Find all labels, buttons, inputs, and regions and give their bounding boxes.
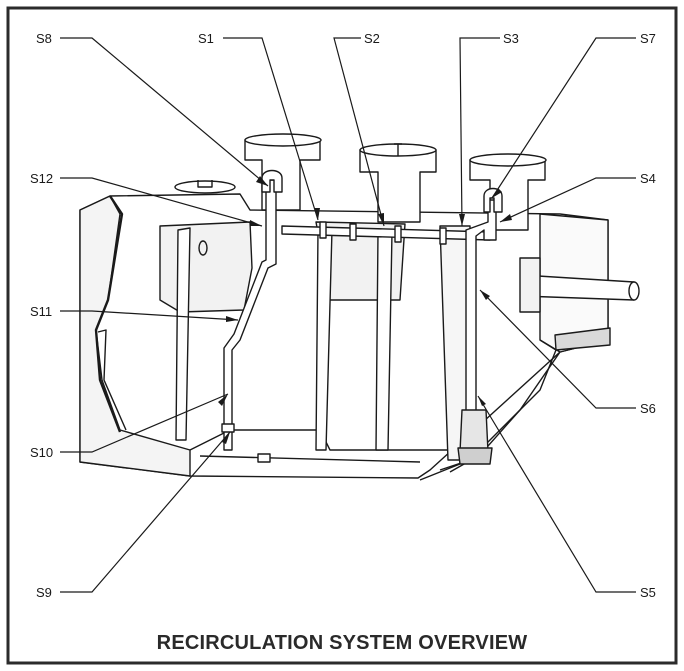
label-s7: S7	[640, 31, 656, 46]
septic-tank-illustration	[79, 133, 640, 481]
label-s4: S4	[640, 171, 656, 186]
label-s8: S8	[36, 31, 52, 46]
label-s2: S2	[364, 31, 380, 46]
label-s3: S3	[503, 31, 519, 46]
label-s9: S9	[36, 585, 52, 600]
label-s10: S10	[30, 445, 53, 460]
label-s1: S1	[198, 31, 214, 46]
leader-lines	[60, 37, 636, 593]
label-s12: S12	[30, 171, 53, 186]
label-s5: S5	[640, 585, 656, 600]
label-s11: S11	[30, 304, 52, 319]
frame-border	[6, 6, 678, 665]
label-s6: S6	[640, 401, 656, 416]
leader-arrowheads	[218, 176, 512, 444]
diagram-title: RECIRCULATION SYSTEM OVERVIEW	[156, 632, 528, 654]
